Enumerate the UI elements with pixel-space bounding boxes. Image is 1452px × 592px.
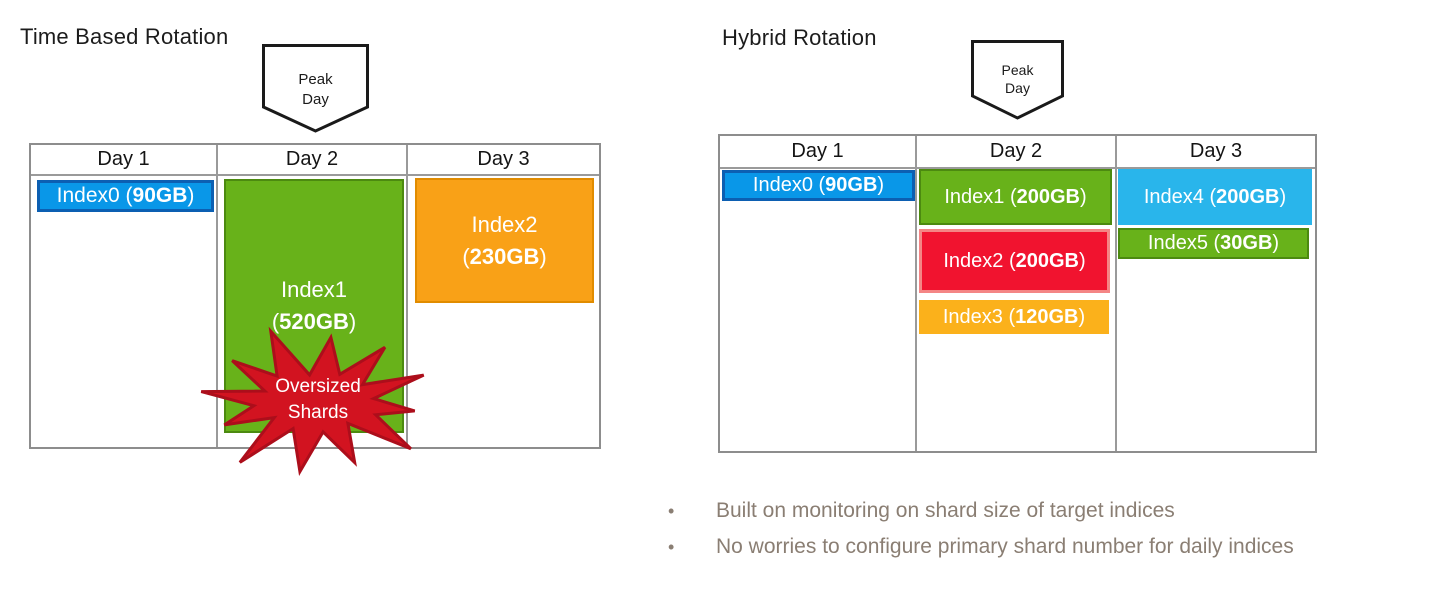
starburst-icon	[200, 326, 425, 476]
bullet-marker: •	[668, 537, 675, 557]
index1-box: Index1 (200GB)	[919, 169, 1112, 225]
bullet-text: Built on monitoring on shard size of tar…	[716, 499, 1175, 522]
peak-label-line1: Peak	[1002, 62, 1035, 78]
day3-cell: Index4 (200GB) Index5 (30GB)	[1117, 169, 1315, 451]
warning-line1: Oversized	[275, 376, 361, 397]
table-header-row: Day 1 Day 2 Day 3	[31, 145, 599, 176]
header-day2: Day 2	[218, 145, 408, 174]
day3-cell: Index2(230GB)	[408, 176, 599, 447]
oversized-shards-warning: Oversized Shards	[190, 326, 446, 478]
index0-box: Index0 (90GB)	[722, 170, 915, 201]
index4-box: Index4 (200GB)	[1118, 169, 1312, 225]
day1-cell: Index0 (90GB)	[720, 169, 917, 451]
notes-bullet-list: • Built on monitoring on shard size of t…	[668, 499, 1438, 571]
left-panel-title: Time Based Rotation	[20, 24, 229, 49]
bullet-item-2: • No worries to configure primary shard …	[668, 535, 1438, 559]
right-panel-title: Hybrid Rotation	[722, 25, 877, 50]
index2-box: Index2 (200GB)	[919, 229, 1110, 293]
day2-cell: Index1 (200GB) Index2 (200GB) Index3 (12…	[917, 169, 1117, 451]
warning-line2: Shards	[287, 401, 349, 423]
header-day1: Day 1	[720, 136, 917, 167]
header-day3: Day 3	[408, 145, 599, 174]
index5-box: Index5 (30GB)	[1118, 228, 1309, 259]
hybrid-rotation-table: Day 1 Day 2 Day 3 Index0 (90GB) Index1 (…	[718, 134, 1317, 453]
bullet-text: No worries to configure primary shard nu…	[716, 535, 1294, 558]
day1-cell: Index0 (90GB)	[31, 176, 218, 447]
index3-box: Index3 (120GB)	[919, 300, 1109, 334]
index0-box: Index0 (90GB)	[37, 180, 214, 212]
peak-label-line1: Peak	[298, 71, 333, 88]
peak-label-line2: Day	[302, 91, 329, 108]
oversized-shards-label: Oversized Shards	[190, 374, 446, 425]
table-header-row: Day 1 Day 2 Day 3	[720, 136, 1315, 169]
peak-day-marker-right: Peak Day	[971, 40, 1064, 120]
peak-label-line2: Day	[1005, 80, 1030, 96]
peak-banner-shape	[971, 40, 1064, 120]
bullet-marker: •	[668, 501, 675, 521]
header-day2: Day 2	[917, 136, 1117, 167]
index2-box: Index2(230GB)	[415, 178, 594, 303]
peak-banner-shape	[262, 44, 369, 133]
bullet-item-1: • Built on monitoring on shard size of t…	[668, 499, 1438, 523]
header-day3: Day 3	[1117, 136, 1315, 167]
table-body-row: Index0 (90GB) Index1 (200GB) Index2 (200…	[720, 169, 1315, 451]
header-day1: Day 1	[31, 145, 218, 174]
peak-day-marker-left: Peak Day	[262, 44, 369, 133]
starburst-shape	[200, 326, 425, 476]
